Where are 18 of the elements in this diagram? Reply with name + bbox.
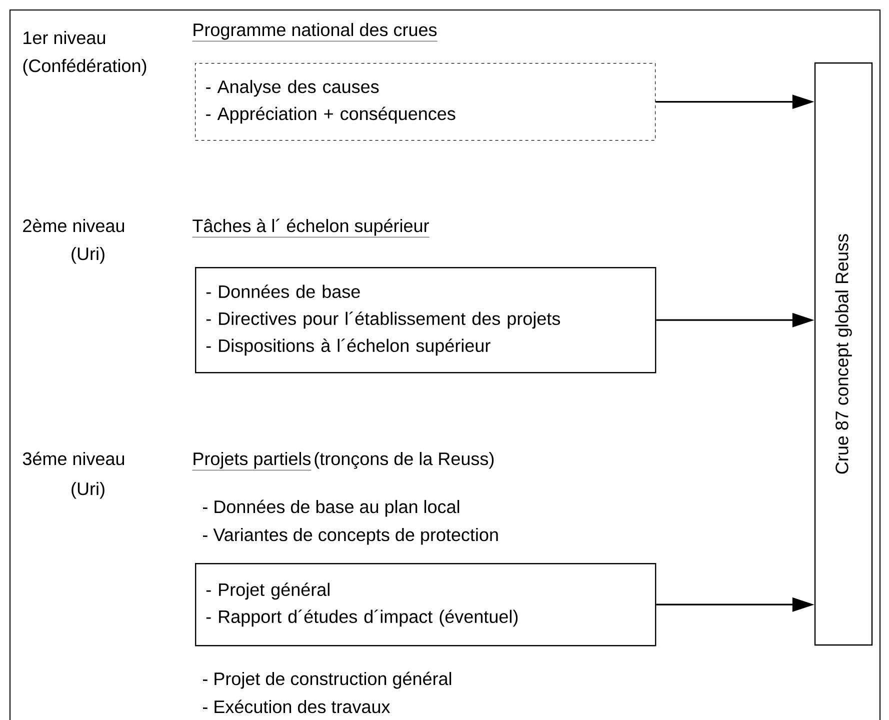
list-item: - Variantes de concepts de protection <box>203 528 498 545</box>
level-label: (Confédération) <box>23 58 146 76</box>
level-label: (Uri) <box>72 482 104 499</box>
list-item: - Exécution des travaux <box>203 700 390 714</box>
heading-note: (tronçons de la Reuss) <box>314 452 494 469</box>
level-label: (Uri) <box>72 246 104 264</box>
list-item: - Projet de construction général <box>203 672 452 689</box>
list-item: - Données de base au plan local <box>203 500 460 517</box>
vertical-box: Crue 87 concept global Reuss <box>814 62 873 646</box>
process-box: - Projet général - Rapport d´études d´impact (éventuel) <box>195 563 656 646</box>
level-label: 2ème niveau <box>23 218 124 232</box>
level-label: 1er niveau <box>24 30 106 44</box>
dashed-box: - Analyse des causes - Appréciation + conséquences <box>195 63 656 141</box>
heading: Tâches à l´ échelon supérieur <box>192 218 430 238</box>
process-box: - Données de base - Directives pour l´établissement des projets - Dispositions à l´échelon supérieur <box>195 267 656 374</box>
level-label: 3éme niveau <box>22 452 124 466</box>
heading: Programme national des crues <box>192 22 438 42</box>
heading: Projets partiels <box>192 452 312 470</box>
